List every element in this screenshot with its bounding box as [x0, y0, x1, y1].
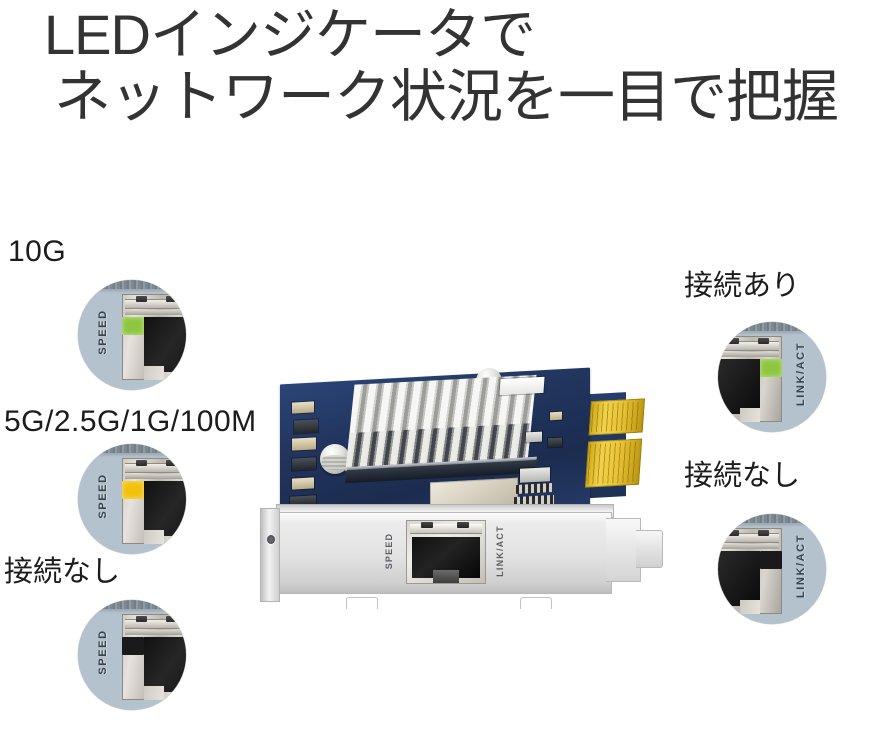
smd-component [292, 457, 316, 471]
page-title-line-2: ネットワーク状況を一目で把握 [54, 65, 839, 129]
speed-legend-text: SPEED [97, 309, 109, 355]
speed-led-circle-multi: SPEED [78, 444, 186, 554]
rj45-jack-magnified [122, 294, 186, 380]
bracket-notch [346, 597, 378, 609]
speed-led-indicator-multi [122, 481, 144, 499]
smd-component [526, 431, 542, 443]
link-label-connected: 接続あり [684, 270, 801, 302]
rj45-jack-magnified [122, 458, 186, 544]
port-legend-speed: SPEED [384, 532, 394, 570]
pcb-label-sticker [499, 376, 545, 396]
speed-label-10g: 10G [8, 235, 67, 268]
low-profile-bracket: SPEED LINK/ACT [258, 498, 666, 609]
speed-label-multi: 5G/2.5G/1G/100M [4, 405, 257, 438]
bracket-mounting-flange [260, 508, 280, 602]
magnifier-top-strip [78, 280, 186, 293]
link-act-legend-text: LINK/ACT [795, 533, 807, 599]
speed-label-none: 接続なし [4, 556, 121, 588]
speed-legend-text: SPEED [97, 629, 109, 675]
link-led-circle-connected: LINK/ACT [718, 322, 826, 432]
magnifier-top-strip [78, 600, 186, 613]
port-legend-link-act: LINK/ACT [495, 525, 505, 577]
link-act-led-indicator-on [760, 359, 782, 377]
rj45-port [406, 520, 486, 584]
bracket-notch [520, 597, 552, 609]
speed-led-circle-10g: SPEED [78, 280, 186, 390]
smd-component [292, 477, 314, 490]
page-title-line-1: LEDインジケータで [44, 3, 536, 66]
rj45-jack-magnified [718, 336, 782, 422]
page-title: LEDインジケータで ネットワーク状況を一目で把握 [44, 3, 894, 129]
magnifier-top-strip [718, 322, 826, 335]
bracket-end-tab [636, 530, 663, 568]
pcie-edge-connector [584, 398, 646, 488]
smd-component [292, 437, 316, 451]
speed-legend-text: SPEED [97, 473, 109, 519]
speed-led-indicator-none [122, 637, 144, 655]
rj45-jack-magnified [718, 528, 782, 614]
link-act-legend-text: LINK/ACT [795, 341, 807, 407]
link-led-circle-disconnected: LINK/ACT [718, 514, 826, 624]
bracket-screw-hole [267, 535, 275, 544]
rj45-jack-magnified [122, 614, 186, 700]
smd-component [548, 437, 562, 448]
speed-led-circle-none: SPEED [78, 600, 186, 710]
speed-led-indicator-10g [122, 317, 144, 335]
smd-component [550, 411, 562, 421]
magnifier-top-strip [718, 514, 826, 527]
link-act-led-indicator-off [760, 551, 782, 569]
link-label-disconnected: 接続なし [684, 460, 801, 492]
magnifier-top-strip [78, 444, 186, 457]
capacitor [320, 444, 350, 474]
smd-component [292, 401, 314, 414]
pcie-network-card: SPEED LINK/ACT [258, 367, 668, 610]
integrated-circuit [520, 467, 550, 483]
smd-component [294, 419, 318, 434]
